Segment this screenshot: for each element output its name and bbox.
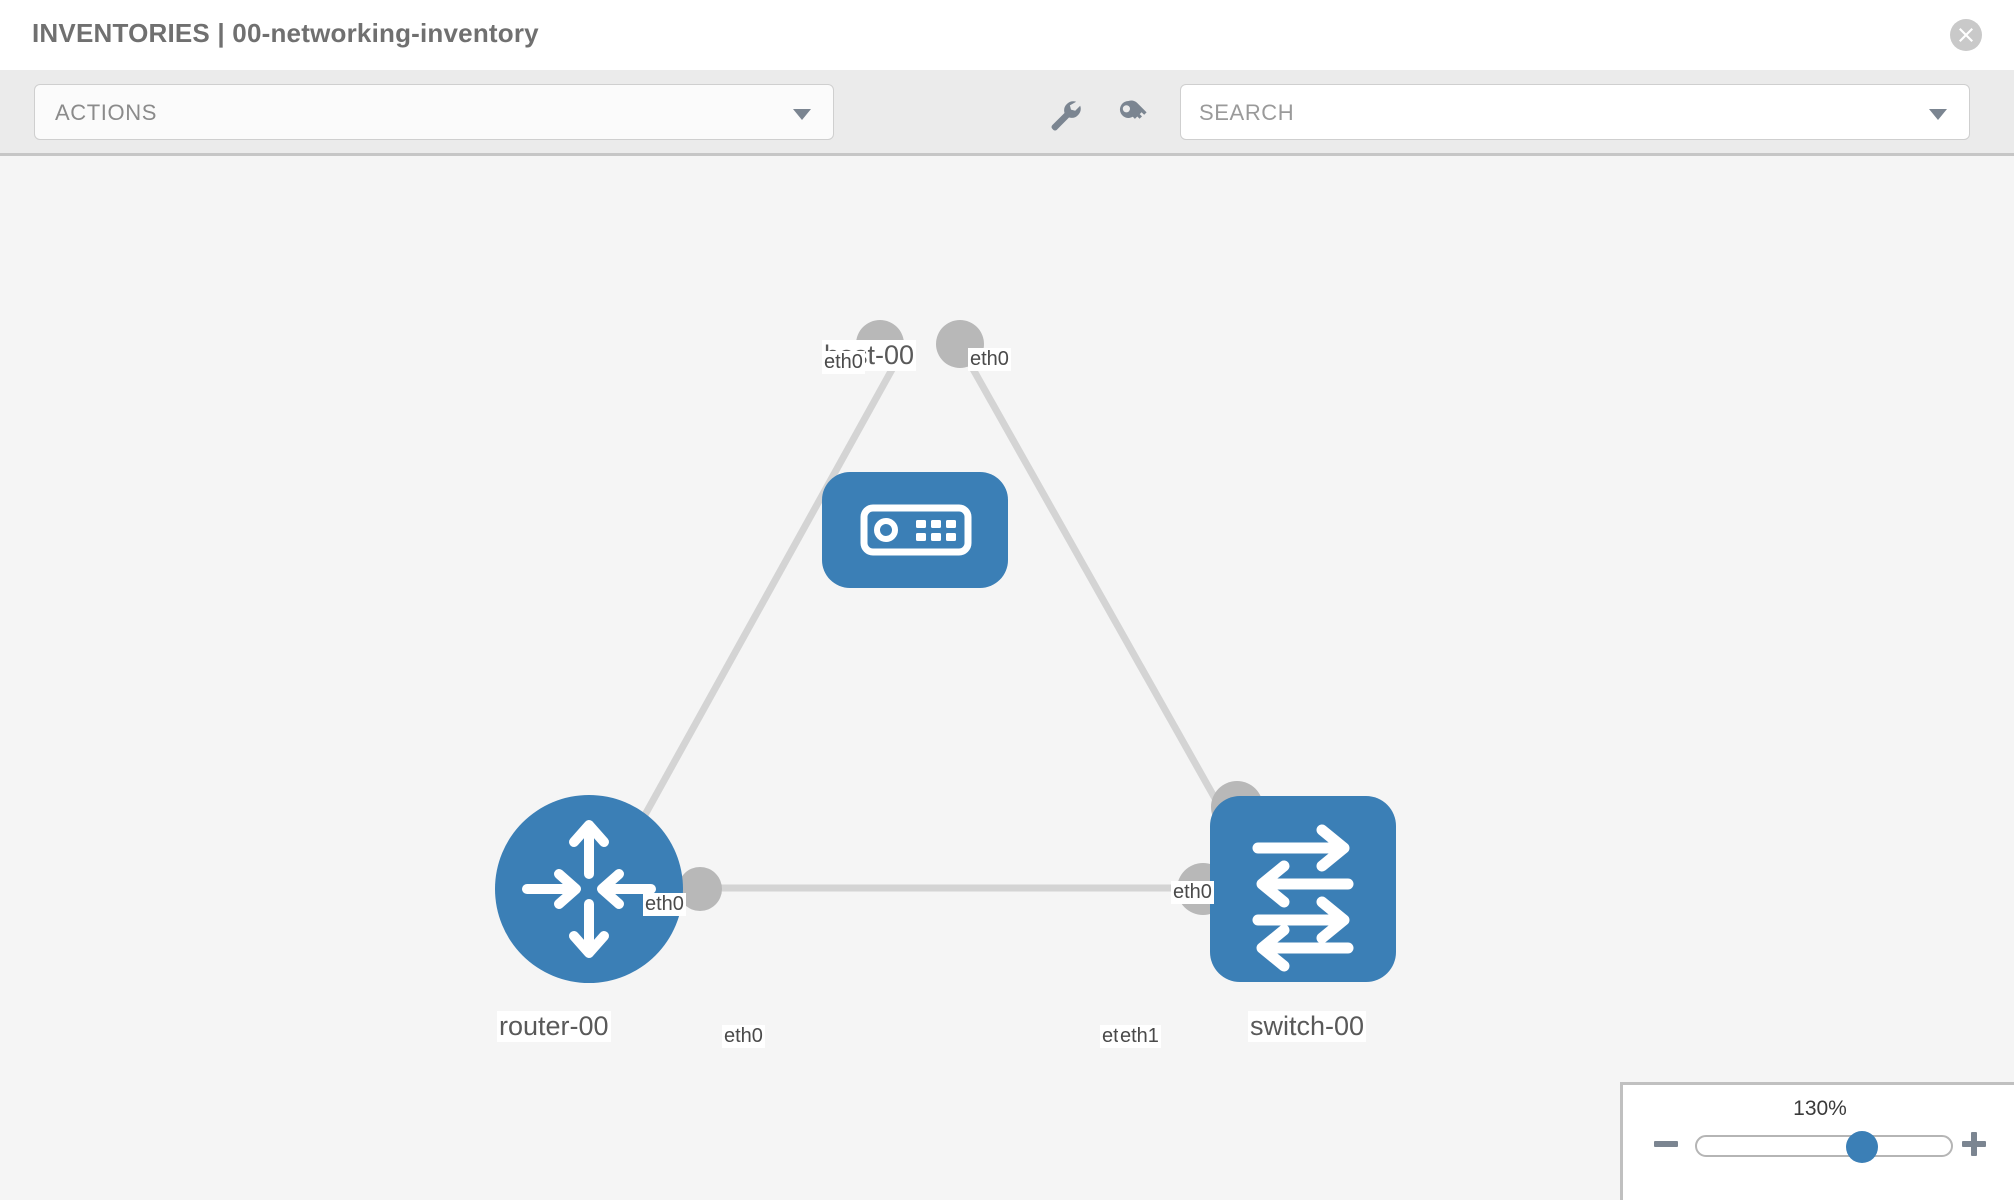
topology-toolbar: ACTIONS SEARCH	[0, 70, 2014, 156]
chevron-down-icon	[793, 109, 811, 120]
zoom-level-value: 130%	[1793, 1097, 1847, 1120]
actions-dropdown[interactable]: ACTIONS	[34, 84, 834, 140]
page-title: INVENTORIES | 00-networking-inventory	[32, 18, 539, 48]
link-router-host	[596, 344, 909, 898]
zoom-slider[interactable]	[1695, 1131, 1953, 1163]
page-header: INVENTORIES | 00-networking-inventory	[0, 0, 2014, 70]
interface-label: eth0	[643, 893, 686, 916]
node-host-00[interactable]	[822, 472, 1008, 588]
node-label-router-00: router-00	[497, 1011, 611, 1043]
topology-graph	[495, 320, 1396, 983]
actions-dropdown-label: ACTIONS	[55, 100, 157, 125]
chevron-down-icon	[1929, 109, 1947, 120]
minus-icon[interactable]	[1651, 1129, 1681, 1159]
connector-router-right	[678, 867, 722, 911]
interface-label: eth0	[1171, 881, 1214, 904]
node-label-switch-00: switch-00	[1248, 1011, 1367, 1043]
zoom-slider-thumb[interactable]	[1846, 1131, 1879, 1163]
interface-label: eth0	[722, 1025, 765, 1048]
interface-label: eth1	[1118, 1025, 1161, 1048]
search-placeholder: SEARCH	[1199, 100, 1295, 125]
topology-links	[596, 344, 1274, 898]
plus-icon[interactable]	[1959, 1129, 1989, 1159]
search-input[interactable]: SEARCH	[1180, 84, 1970, 140]
zoom-control-panel: 130%	[1620, 1082, 2014, 1200]
interface-label: eth0	[822, 351, 865, 374]
node-router-00[interactable]	[495, 795, 683, 983]
node-switch-00[interactable]	[1210, 796, 1396, 982]
topology-connectors	[678, 320, 1263, 915]
wrench-icon[interactable]	[1046, 95, 1084, 133]
interface-label: eth0	[968, 348, 1011, 371]
topology-canvas[interactable]: host-00 router-00 switch-00 eth0 eth0 et…	[0, 156, 2014, 1200]
key-icon[interactable]	[1114, 95, 1152, 133]
close-icon[interactable]	[1950, 19, 1982, 51]
